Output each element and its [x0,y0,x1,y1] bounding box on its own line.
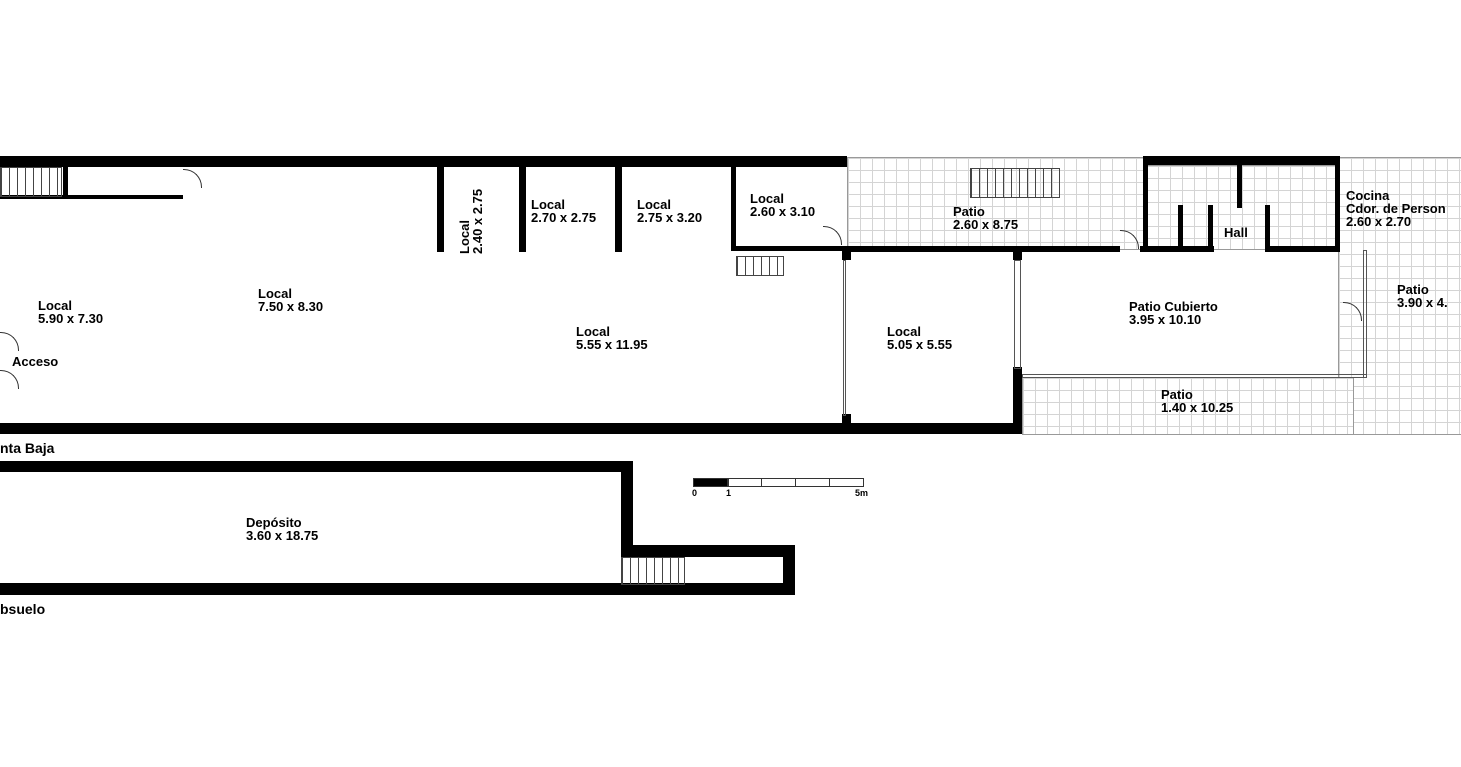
stairs-icon [970,168,1060,198]
wall [731,167,736,250]
room-size: 2.40 x 2.75 [470,188,485,254]
wall [1140,246,1214,252]
room-size: 7.50 x 8.30 [258,299,324,314]
glass-wall [1014,260,1021,369]
room-hall: Hall [1224,226,1248,239]
room-size: 1.40 x 10.25 [1161,400,1234,415]
scale-bar-segment [693,478,729,487]
room-subtitle: Cdor. de Person [1346,201,1446,216]
wall [621,461,633,556]
glass-wall [843,260,846,416]
wall [0,583,795,595]
glass-wall [1022,374,1367,378]
room-name: Patio Cubierto [1129,299,1218,314]
room-size: 2.60 x 2.70 [1346,214,1412,229]
patio-area-bottom [1022,377,1354,435]
wall [842,246,1120,252]
room-name: Local [38,298,72,313]
wall [615,167,622,252]
room-acceso: Acceso [12,355,58,368]
room-size: 2.75 x 3.20 [637,210,703,225]
room-size: 5.05 x 5.55 [887,337,953,352]
wall [0,195,183,199]
patio-area-right [1338,157,1461,435]
room-size: 5.90 x 7.30 [38,311,104,326]
room-name: Local [576,324,610,339]
room-name: Patio [953,204,985,219]
wall [1208,205,1213,250]
wall [1178,205,1183,250]
wall [842,250,851,260]
wall [842,414,851,424]
room-name: Local [531,197,565,212]
floor-label-basement: bsuelo [0,601,46,617]
stairs-icon [736,256,784,276]
room-name: Hall [1224,225,1248,240]
room-size: 2.60 x 3.10 [750,204,816,219]
scale-bar-segment [727,478,762,487]
wall [1013,367,1022,434]
scale-bar-segment [795,478,830,487]
wall [63,167,68,197]
wall [0,156,847,167]
floor-label-ground: nta Baja [0,440,55,456]
wall [783,545,795,595]
wall [0,423,1022,434]
door-icon [823,226,842,245]
wall [519,167,526,252]
room-name: Patio [1397,282,1429,297]
room-name: Patio [1161,387,1193,402]
wall [1265,205,1270,250]
room-size: 3.60 x 18.75 [246,528,319,543]
room-name: Local [637,197,671,212]
wall [731,246,847,251]
glass-wall [1363,250,1367,378]
wall [1143,156,1338,165]
wall [0,461,633,472]
scale-label-1: 1 [726,488,732,498]
wall [1265,246,1340,252]
scale-bar-segment [829,478,864,487]
stairs-icon [0,167,62,197]
room-size: 2.70 x 2.75 [531,210,597,225]
door-icon [0,332,19,351]
room-name: Cocina [1346,188,1390,203]
scale-label-5m: 5m [855,488,869,498]
room-name: Local [258,286,292,301]
wall [437,167,444,252]
wall [1335,156,1340,252]
door-icon [0,370,19,389]
wall [1143,156,1148,252]
room-name: Acceso [12,354,59,369]
room-name: Depósito [246,515,302,530]
wall [1013,250,1022,260]
wall [621,545,795,557]
room-size: 3.95 x 10.10 [1129,312,1202,327]
stairs-icon [621,557,685,585]
wall [1237,165,1242,208]
scale-bar-segment [761,478,796,487]
room-size: 3.90 x 4. [1397,295,1448,310]
room-name: Local [887,324,921,339]
room-size: 5.55 x 11.95 [576,337,648,352]
room-name: Local [750,191,784,206]
room-size: 2.60 x 8.75 [953,217,1019,232]
door-icon [183,169,202,188]
scale-label-0: 0 [692,488,698,498]
